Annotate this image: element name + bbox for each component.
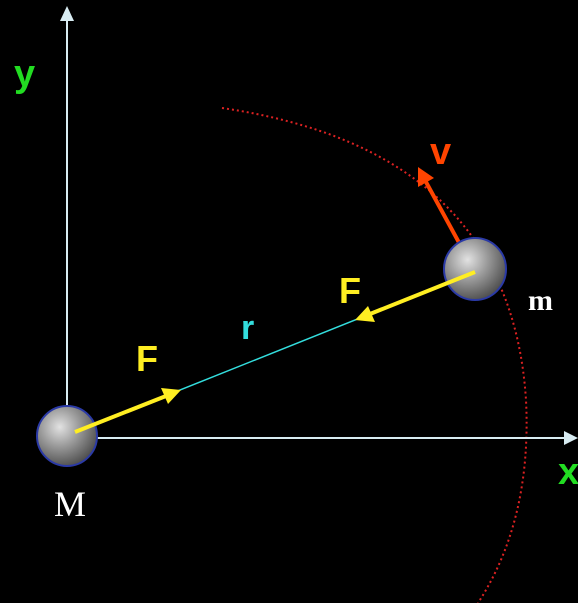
force-arrow-on-M xyxy=(74,394,167,434)
x-axis-arrowhead-icon xyxy=(564,431,578,445)
velocity-label: v xyxy=(430,131,451,173)
force-arrowhead-on-M-icon xyxy=(161,388,181,404)
small-mass-label: m xyxy=(528,284,553,317)
y-axis-arrowhead-icon xyxy=(60,6,74,21)
large-mass-sphere xyxy=(36,405,98,467)
separation-label: r xyxy=(241,309,254,347)
y-axis-label: y xyxy=(14,53,35,95)
large-mass-label: M xyxy=(54,484,86,524)
small-mass-sphere xyxy=(443,237,507,301)
force-arrow-on-m xyxy=(369,270,476,316)
orbit-path xyxy=(221,107,528,603)
force-label-near-m: F xyxy=(339,270,361,311)
force-label-near-M: F xyxy=(136,338,158,379)
velocity-arrowhead-icon xyxy=(418,167,434,187)
x-axis-label: x xyxy=(558,451,578,493)
force-arrowhead-on-m-icon xyxy=(355,306,375,322)
